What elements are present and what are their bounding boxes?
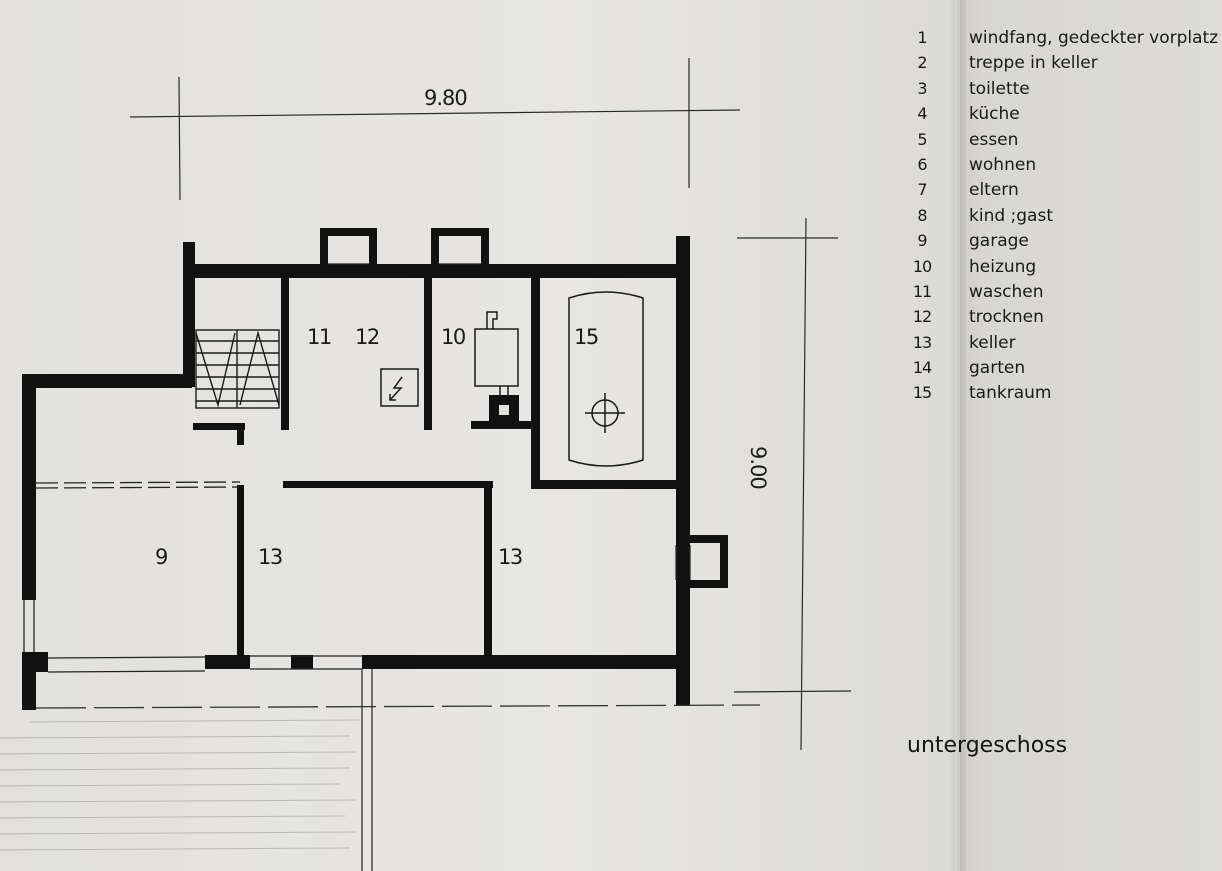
legend-label: kind ;gast: [969, 205, 1053, 226]
legend-number: 3: [917, 78, 927, 98]
legend-number: 7: [917, 180, 927, 200]
legend-label: trocknen: [969, 307, 1044, 328]
legend-item: 12 trocknen: [905, 307, 1220, 332]
boiler-icon: [474, 311, 519, 395]
depth-dimension: 9.00: [746, 446, 770, 489]
legend-number: 2: [917, 53, 927, 73]
legend-number: 12: [912, 307, 932, 327]
legend-number: 13: [912, 332, 932, 352]
garden-hatching: [0, 719, 361, 851]
legend-number: 15: [912, 383, 932, 403]
legend-number: 8: [917, 205, 927, 225]
legend-sheet: [960, 0, 1222, 871]
legend-label: waschen: [969, 281, 1044, 302]
legend-item: 3 toilette: [905, 79, 1220, 104]
drawing-sheet: [0, 0, 955, 871]
legend-item: 13 keller: [905, 333, 1220, 358]
room-label-trocknen: 12: [355, 325, 380, 349]
legend-item: 5 essen: [905, 130, 1220, 155]
legend-number: 1: [917, 28, 927, 47]
legend-label: essen: [969, 129, 1019, 150]
garage-door: [23, 600, 362, 673]
legend-item: 10 heizung: [905, 257, 1220, 282]
room-label-keller-west: 13: [258, 545, 283, 569]
legend-label: eltern: [969, 180, 1019, 201]
legend-label: heizung: [969, 256, 1037, 277]
room-label-tankraum: 15: [574, 325, 599, 349]
floor-plan: [0, 58, 852, 871]
legend-label: tankraum: [969, 383, 1052, 404]
legend-item: 11 waschen: [905, 282, 1220, 307]
legend-number: 11: [912, 281, 932, 301]
legend-item: 2 treppe in keller: [905, 53, 1220, 78]
oil-tank-icon: [568, 291, 644, 467]
legend-number: 9: [917, 231, 927, 251]
walls: [22, 228, 690, 710]
stairs-symbol: [195, 329, 280, 409]
legend-number: 14: [912, 358, 932, 378]
legend-label: wohnen: [969, 154, 1037, 175]
legend-item: 4 küche: [905, 104, 1220, 129]
room-label-garage: 9: [155, 545, 168, 569]
legend-label: garage: [969, 231, 1029, 252]
legend-number: 6: [917, 154, 927, 174]
legend-item: 6 wohnen: [905, 155, 1220, 180]
legend-item: 1 windfang, gedeckter vorplatz: [905, 28, 1220, 53]
legend-number: 4: [917, 104, 927, 124]
dimension-lines: [129, 58, 852, 751]
legend-item: 15 tankraum: [905, 383, 1220, 408]
legend-label: toilette: [969, 78, 1030, 99]
room-label-keller-east: 13: [498, 545, 523, 569]
legend-label: keller: [969, 332, 1016, 353]
legend-item: 14 garten: [905, 358, 1220, 383]
light-well-east: [676, 535, 728, 588]
page-fold: [948, 0, 966, 871]
electric-panel-icon: [380, 368, 419, 407]
legend-item: 8 kind ;gast: [905, 206, 1220, 231]
terrace-line: [35, 704, 761, 709]
legend-number: 5: [917, 129, 927, 149]
legend-label: treppe in keller: [969, 53, 1098, 74]
legend-item: 7 eltern: [905, 180, 1220, 205]
floor-title: untergeschoss: [907, 733, 1068, 758]
room-label-waschen: 11: [307, 325, 332, 349]
legend-item: 9 garage: [905, 231, 1220, 256]
garage-overhead-line: [35, 481, 241, 489]
legend-label: windfang, gedeckter vorplatz: [969, 28, 1219, 48]
room-label-heizung: 10: [441, 325, 466, 349]
legend-number: 10: [912, 256, 932, 276]
legend-label: garten: [969, 358, 1026, 379]
width-dimension: 9.80: [424, 86, 468, 110]
legend-label: küche: [969, 104, 1020, 125]
room-legend: 1 windfang, gedeckter vorplatz 2 treppe in…: [905, 28, 1220, 409]
